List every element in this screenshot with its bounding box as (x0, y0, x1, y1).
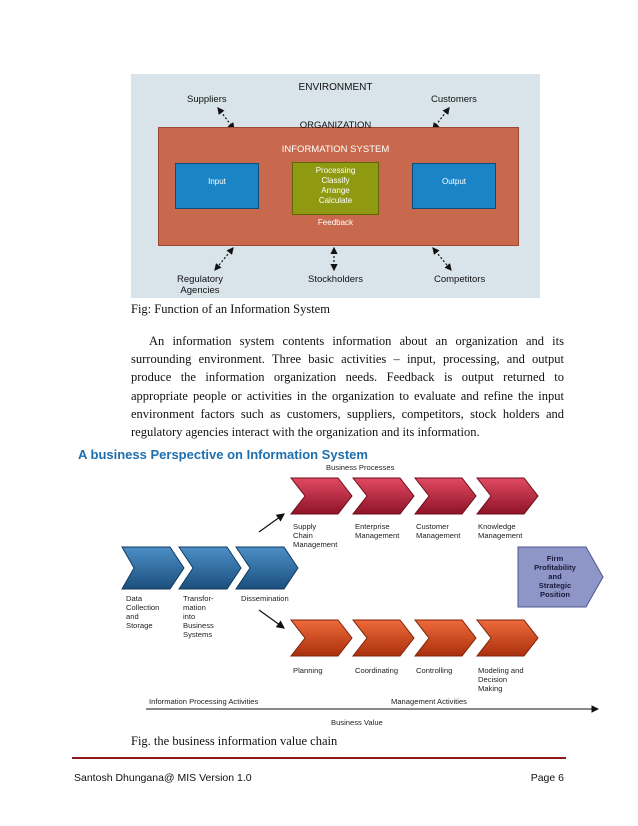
organization-label: ORGANIZATION (299, 120, 372, 131)
management-activities-label: Management Activities (391, 697, 467, 706)
body-paragraph: An information system contents informati… (131, 334, 564, 440)
regulatory-line-1: Regulatory (177, 274, 223, 285)
customers-label: Customers (431, 94, 477, 105)
firm-line-1: Firm (546, 554, 564, 563)
firm-line-5: Position (540, 590, 570, 599)
business-process-chevrons (289, 477, 539, 515)
value-chain-graphics (121, 477, 604, 713)
enterprise-management-label: Enterprise Management (355, 522, 399, 540)
classify-label: Classify (321, 176, 350, 185)
competitors-label: Competitors (434, 274, 486, 285)
process-4-line-2: Management (478, 531, 523, 540)
section-heading: A business Perspective on Information Sy… (78, 447, 368, 462)
suppliers-label: Suppliers (187, 94, 227, 105)
info-2-line-4: Business (183, 621, 214, 630)
coordinating-label: Coordinating (355, 666, 399, 675)
process-2-line-2: Management (355, 531, 400, 540)
management-4-line-1: Modeling and (478, 666, 524, 675)
management-chevrons (289, 619, 539, 657)
process-2-line-1: Enterprise (355, 522, 390, 531)
firm-line-2: Profitability (534, 563, 576, 572)
planning-label: Planning (293, 666, 323, 675)
info-1-line-2: Collection (126, 603, 160, 612)
process-3-line-2: Management (416, 531, 461, 540)
dissemination-label: Dissemination (241, 594, 289, 603)
business-value-label: Business Value (331, 718, 383, 727)
input-label: Input (208, 177, 226, 186)
info-1-line-1: Data (126, 594, 143, 603)
footer-author: Santosh Dhungana@ MIS Version 1.0 (74, 772, 252, 784)
data-collection-label: Data Collection and Storage (126, 594, 159, 630)
footer-rule (72, 757, 566, 759)
firm-box (517, 546, 604, 608)
info-2-line-2: mation (183, 603, 206, 612)
figure2-caption: Fig. the business information value chai… (131, 734, 338, 748)
business-processes-label: Business Processes (326, 463, 395, 472)
info-2-line-3: into (183, 612, 196, 621)
output-label: Output (441, 177, 466, 186)
knowledge-management-label: Knowledge Management (478, 522, 522, 540)
stockholders-label: Stockholders (308, 274, 363, 285)
info-2-line-1: Transfor- (183, 594, 214, 603)
process-1-line-2: Chain (293, 531, 313, 540)
firm-label: Firm Profitability and Strategic Positio… (520, 554, 590, 599)
processing-box: Processing Classify Arrange Calculate (292, 162, 379, 215)
info-1-line-3: and (126, 612, 139, 621)
value-chain-diagram: Business Processes Supply Chain Manageme… (116, 462, 606, 730)
output-box: Output (412, 163, 496, 209)
environment-label: ENVIRONMENT (298, 82, 373, 93)
transformation-label: Transfor- mation into Business Systems (183, 594, 214, 639)
firm-line-4: Strategic (538, 581, 572, 590)
supply-chain-management-label: Supply Chain Management (293, 522, 337, 549)
customer-management-label: Customer Management (416, 522, 460, 540)
figure1-caption: Fig: Function of an Information System (131, 302, 330, 316)
information-system-diagram: ENVIRONMENT Suppliers Customers ORGANIZA… (131, 74, 540, 298)
info-2-line-5: Systems (183, 630, 213, 639)
information-chevrons (121, 546, 299, 590)
regulatory-line-2: Agencies (180, 285, 220, 296)
information-system-label: INFORMATION SYSTEM (281, 144, 390, 155)
process-1-line-3: Management (293, 540, 338, 549)
info-processing-activities-label: Information Processing Activities (149, 697, 259, 706)
modeling-decision-label: Modeling and Decision Making (478, 666, 524, 693)
info-1-line-4: Storage (126, 621, 153, 630)
controlling-label: Controlling (416, 666, 453, 675)
processing-label: Processing (315, 166, 356, 175)
feedback-label: Feedback (317, 218, 354, 227)
process-4-line-1: Knowledge (478, 522, 516, 531)
firm-line-3: and (548, 572, 562, 581)
process-3-line-1: Customer (416, 522, 449, 531)
management-4-line-2: Decision (478, 675, 508, 684)
management-4-line-3: Making (478, 684, 503, 693)
calculate-label: Calculate (318, 196, 353, 205)
page-number: Page 6 (530, 772, 564, 784)
process-1-line-1: Supply (293, 522, 317, 531)
regulatory-agencies-label: Regulatory Agencies (177, 274, 223, 296)
arrange-label: Arrange (321, 186, 350, 195)
input-box: Input (175, 163, 259, 209)
